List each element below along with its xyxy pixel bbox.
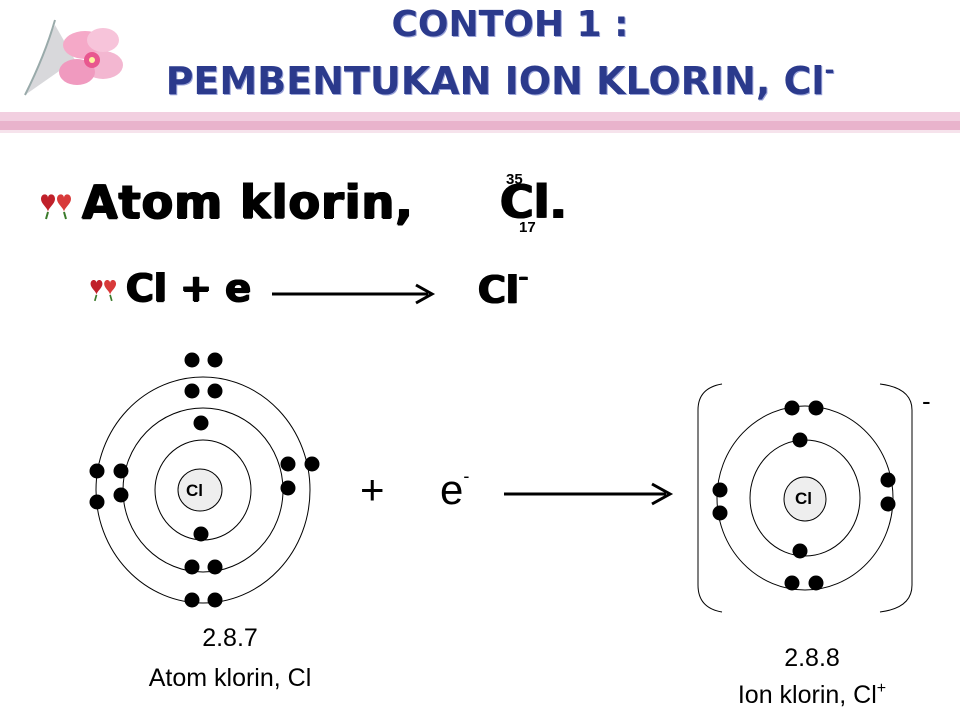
chloride-ion-diagram	[697, 383, 913, 613]
electron	[193, 415, 209, 431]
title-charge: -	[824, 56, 835, 84]
electron	[113, 463, 129, 479]
ion-charge: -	[922, 386, 931, 416]
equation-arrow-icon	[272, 283, 436, 305]
atomic-number: 17	[519, 219, 536, 236]
electron	[184, 383, 200, 399]
bullet-atom-klorin: Atom klorin,	[82, 175, 414, 229]
shell-2	[716, 405, 894, 591]
electron	[784, 575, 800, 591]
electron	[784, 400, 800, 416]
ion-config: 2.8.8	[784, 644, 840, 672]
electron	[184, 352, 200, 368]
electron	[808, 400, 824, 416]
electron	[89, 494, 105, 510]
left-bracket	[697, 383, 723, 613]
electron	[207, 592, 223, 608]
electron	[880, 496, 896, 512]
title-line-1: CONTOH 1 :	[391, 4, 629, 45]
ion-nucleus-label: Cl	[795, 489, 812, 508]
header-band	[0, 112, 960, 121]
hearts-bullet-icon	[90, 279, 117, 302]
electron	[207, 352, 223, 368]
plus-sign: +	[360, 466, 385, 513]
bullet-equation: Cl + e	[126, 266, 251, 310]
atom-config: 2.8.7	[202, 624, 258, 652]
header-band-light	[0, 130, 960, 133]
electron-symbol: e-	[440, 466, 470, 513]
chlorine-atom-diagram	[89, 352, 320, 608]
shell-3	[95, 376, 311, 604]
electron	[304, 456, 320, 472]
electron	[880, 472, 896, 488]
hearts-bullet-icon	[41, 194, 71, 220]
electron	[280, 456, 296, 472]
nucleus	[177, 468, 223, 512]
electron	[280, 480, 296, 496]
electron	[193, 526, 209, 542]
flower-decoration-icon	[24, 19, 123, 96]
reaction-arrow-icon	[504, 482, 674, 506]
chloride-product: Cl-	[478, 266, 529, 312]
header-band-dark	[0, 121, 960, 130]
atom-nucleus-label: Cl	[186, 481, 203, 500]
ion-caption: Ion klorin, Cl+	[737, 680, 887, 709]
right-bracket	[879, 383, 913, 613]
chlorine-symbol: Cl.	[500, 175, 568, 229]
electron	[792, 432, 808, 448]
mass-number: 35	[506, 171, 523, 188]
electron	[184, 559, 200, 575]
electron	[712, 505, 728, 521]
electron	[712, 482, 728, 498]
electron	[207, 383, 223, 399]
atom-caption: Atom klorin, Cl	[148, 664, 312, 692]
electron	[207, 559, 223, 575]
electron	[184, 592, 200, 608]
nucleus	[783, 476, 827, 522]
electron	[113, 487, 129, 503]
title-line-2: PEMBENTUKAN ION KLORIN, Cl-	[165, 56, 835, 103]
electron	[792, 543, 808, 559]
electron	[808, 575, 824, 591]
electron	[89, 463, 105, 479]
